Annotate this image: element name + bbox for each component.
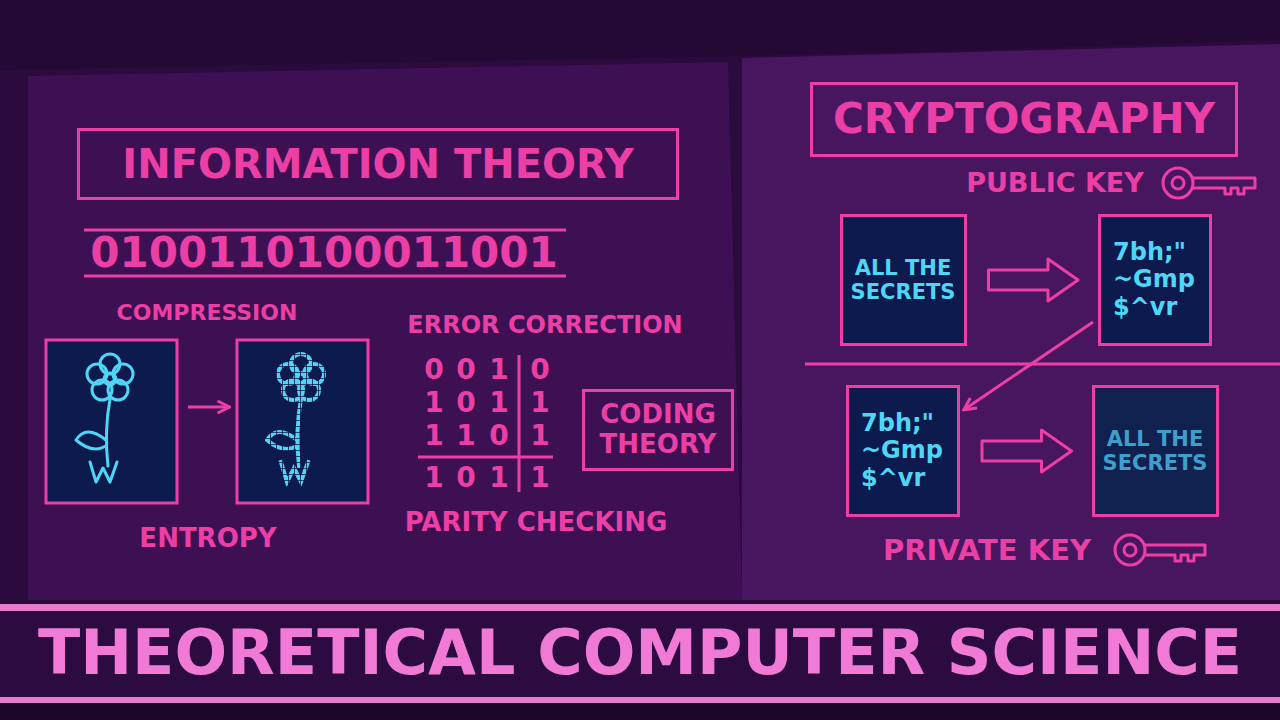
connector-arrow: [965, 322, 1093, 409]
table-cell: 0: [489, 421, 508, 452]
banner-line: [0, 604, 1280, 611]
box-text: 7bh;" ~Gmp $^vr: [1113, 239, 1195, 322]
label-text: 0100110100011001: [90, 230, 558, 276]
key-icon: [1163, 168, 1255, 198]
table-cell: 0: [456, 388, 475, 419]
text-box: 7bh;" ~Gmp $^vr: [846, 385, 960, 517]
pixel-grid-overlay: [250, 350, 356, 495]
banner-band: [0, 611, 1280, 697]
table-cell: 0: [456, 355, 475, 386]
flower-drawing: [76, 354, 133, 482]
table-divider: [418, 456, 553, 459]
table-cell: 1: [489, 388, 508, 419]
text-box: CRYPTOGRAPHY: [810, 82, 1238, 157]
label-text: PARITY CHECKING: [405, 508, 668, 537]
text-box: 7bh;" ~Gmp $^vr: [1098, 214, 1212, 346]
table-cell: 0: [530, 355, 549, 386]
key-bow: [1163, 168, 1193, 198]
compression-arrow: [188, 406, 228, 409]
label-text: ERROR CORRECTION: [407, 312, 682, 338]
table-cell: 1: [489, 355, 508, 386]
key-hole: [1172, 177, 1184, 189]
table-cell: 0: [424, 355, 443, 386]
box-text: CRYPTOGRAPHY: [833, 95, 1215, 143]
leaf: [76, 432, 106, 449]
key-hole: [1124, 544, 1136, 556]
table-cell: 1: [424, 421, 443, 452]
label-text: PRIVATE KEY: [883, 535, 1091, 567]
label-text: PUBLIC KEY: [966, 168, 1144, 198]
text-box: ALL THE SECRETS: [840, 214, 967, 346]
table-cell: 1: [489, 463, 508, 494]
banner-title: THEORETICAL COMPUTER SCIENCE: [38, 619, 1242, 687]
text-box: CODING THEORY: [582, 389, 734, 471]
block-arrow: [989, 259, 1079, 301]
box-text: INFORMATION THEORY: [122, 141, 633, 187]
table-cell: 0: [456, 463, 475, 494]
left-panel: [28, 62, 742, 600]
key-bow: [1115, 535, 1145, 565]
block-arrow: [982, 430, 1072, 472]
key-blade: [1193, 178, 1255, 194]
box-text: CODING THEORY: [600, 400, 717, 460]
table-divider: [518, 355, 521, 492]
key-icon: [1115, 535, 1205, 565]
petal: [100, 354, 120, 374]
table-cell: 1: [424, 463, 443, 494]
box-text: ALL THE SECRETS: [851, 256, 956, 304]
flower-centre: [104, 373, 116, 385]
grass: [90, 462, 117, 482]
bottom-ground: [0, 703, 1280, 720]
box-text: 7bh;" ~Gmp $^vr: [861, 410, 943, 493]
text-box: ALL THE SECRETS: [1092, 385, 1219, 517]
right-panel: [742, 44, 1280, 600]
key-blade: [1145, 545, 1205, 561]
stem: [106, 399, 110, 466]
image-frame: [237, 340, 368, 503]
table-cell: 1: [530, 421, 549, 452]
table-cell: 1: [456, 421, 475, 452]
image-frame: [46, 340, 177, 503]
table-cell: 1: [530, 388, 549, 419]
box-text: ALL THE SECRETS: [1103, 427, 1208, 475]
label-text: ENTROPY: [139, 524, 276, 553]
separator-line: [805, 363, 1280, 366]
table-cell: 1: [424, 388, 443, 419]
banner-line: [0, 697, 1280, 703]
label-text: COMPRESSION: [117, 301, 298, 325]
text-box: INFORMATION THEORY: [77, 128, 679, 200]
table-cell: 1: [530, 463, 549, 494]
